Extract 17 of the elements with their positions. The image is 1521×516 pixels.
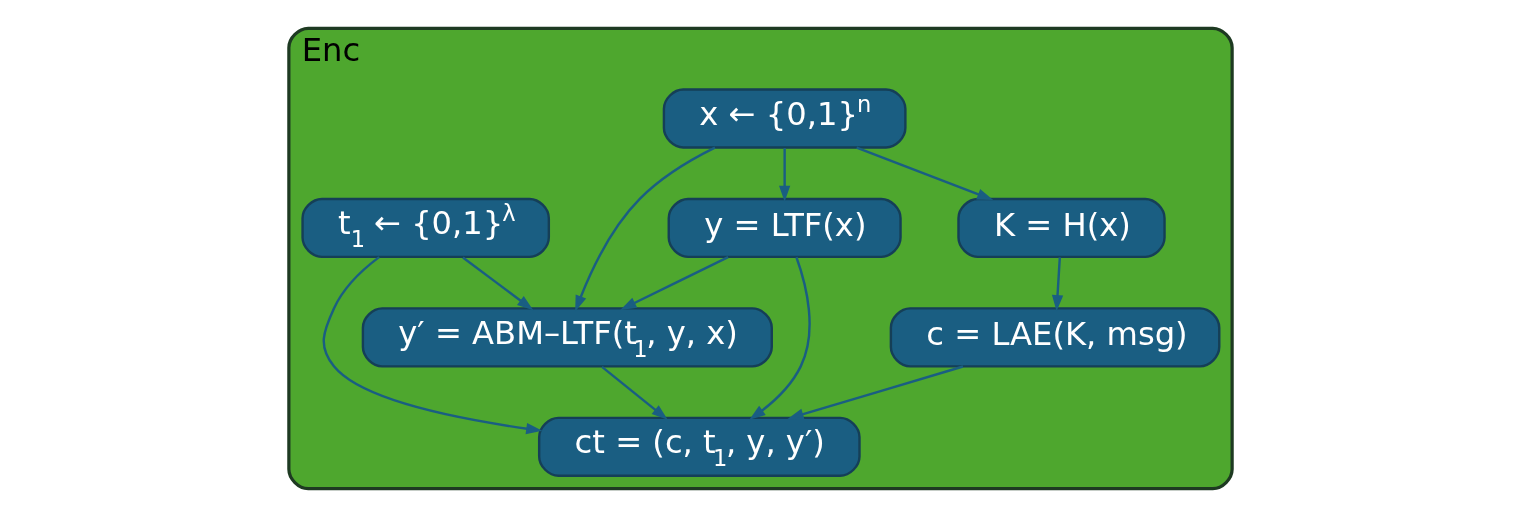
arrow — [620, 255, 729, 310]
node-box: K = H(x) — [957, 197, 1166, 258]
node-box: t$_{1}$ ← {0,1}$^{λ}$ — [301, 197, 551, 258]
node-box: y = LTF(x) — [667, 197, 902, 258]
arrow — [779, 147, 791, 202]
arrow — [575, 146, 716, 312]
arrow — [462, 255, 534, 310]
node-box: y′ = ABM–LTF(t$_{1}$, y, x) — [361, 306, 773, 368]
arrow — [322, 255, 543, 434]
node-box: c = LAE(K, msg) — [889, 306, 1221, 368]
arrow — [1051, 256, 1064, 311]
node-box: x ← {0,1}$^{n}$ — [662, 87, 907, 149]
arrow — [787, 364, 964, 420]
arrow — [856, 146, 994, 200]
arrow — [601, 365, 668, 420]
arrow — [749, 256, 811, 420]
node-box: ct = (c, t$_{1}$, y, y′) — [537, 416, 861, 477]
